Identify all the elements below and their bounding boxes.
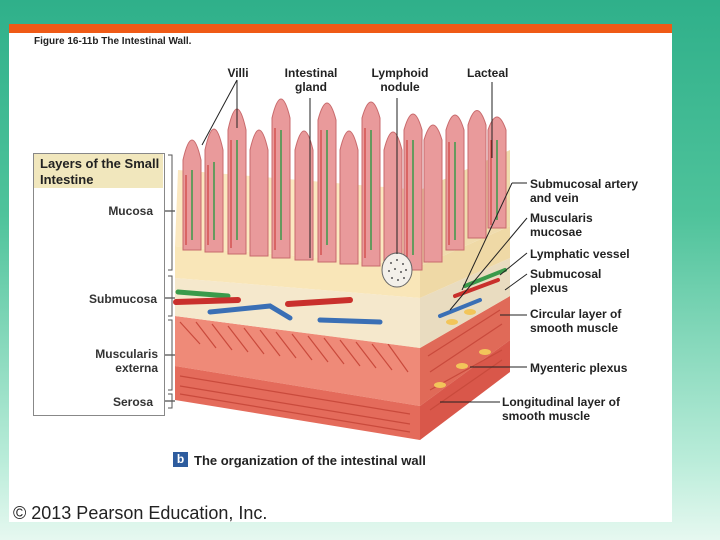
layers-legend-box (33, 153, 165, 416)
label-lacteal: Lacteal (467, 66, 508, 80)
layer-label-submucosa: Submucosa (48, 292, 157, 306)
label-muscularis-mucosae: Muscularis mucosae (530, 211, 620, 239)
label-lymphoid-nodule: Lymphoid nodule (364, 66, 436, 94)
artery-shape (176, 300, 238, 302)
label-longitudinal-layer: Longitudinal layer of smooth muscle (502, 395, 642, 423)
lymphoid-nodule-shape (382, 253, 412, 287)
layer-label-serosa: Serosa (60, 395, 153, 409)
label-submucosal-artery-vein: Submucosal artery and vein (530, 177, 650, 205)
copyright-notice: © 2013 Pearson Education, Inc. (13, 503, 267, 524)
label-myenteric-plexus: Myenteric plexus (530, 361, 670, 375)
label-intestinal-gland: Intestinal gland (276, 66, 346, 94)
figure-caption: The organization of the intestinal wall (194, 453, 426, 468)
label-submucosal-plexus: Submucosal plexus (530, 267, 630, 295)
label-villi: Villi (220, 66, 256, 80)
layers-legend-title: Layers of the Small Intestine (40, 156, 160, 188)
label-circular-layer: Circular layer of smooth muscle (530, 307, 630, 335)
layer-label-muscularis-externa: Muscularis externa (70, 347, 158, 375)
caption-badge: b (173, 452, 188, 467)
layer-label-mucosa: Mucosa (60, 204, 153, 218)
layer-brackets (168, 155, 172, 408)
label-lymphatic-vessel: Lymphatic vessel (530, 247, 670, 261)
